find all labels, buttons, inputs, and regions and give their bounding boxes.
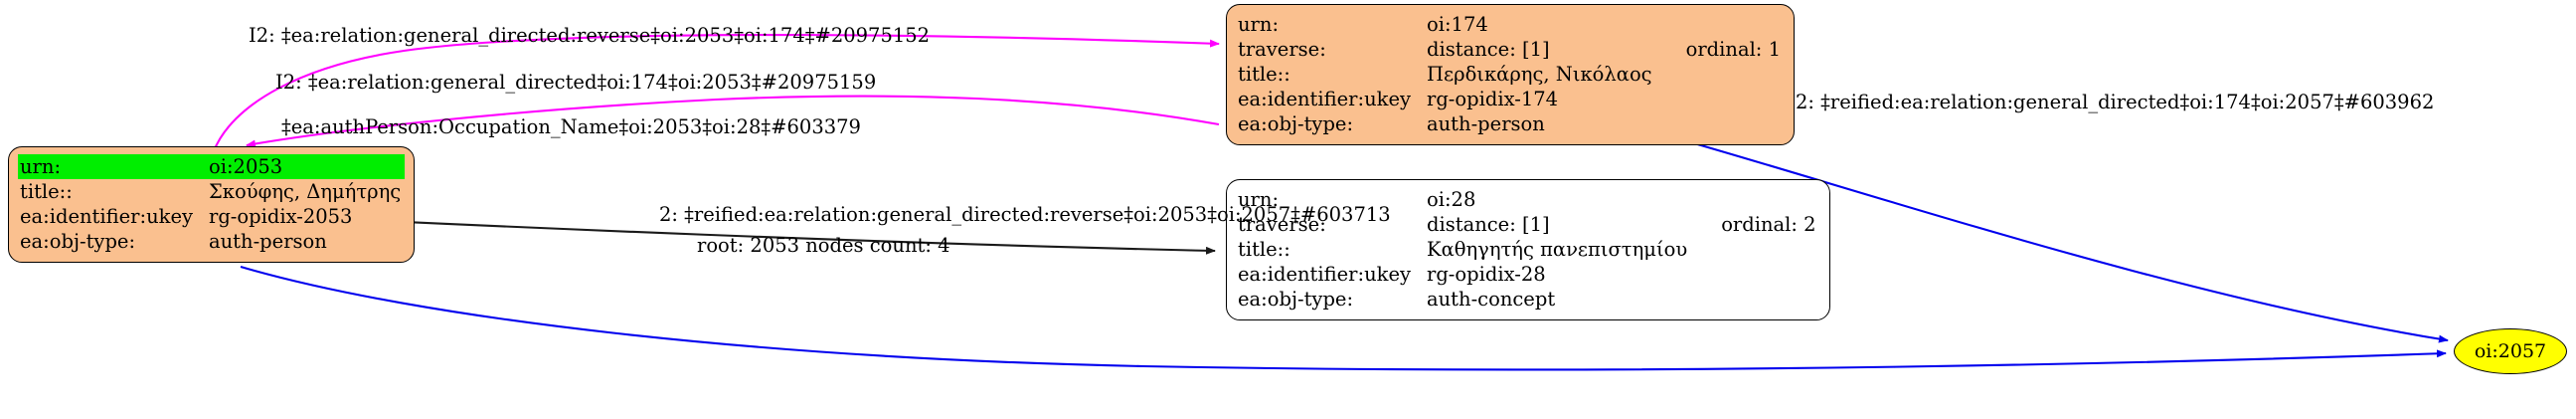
- field-value: rg-opidix-2053: [209, 205, 353, 228]
- field-key: urn:: [18, 154, 207, 179]
- field-value-2: [1684, 12, 1785, 37]
- edge-label-174-to-2057: 2: ‡reified:ea:relation:general_directed…: [1796, 91, 2435, 113]
- field-value-2: [1719, 187, 1819, 212]
- field-spacer: [1656, 37, 1684, 62]
- node-row: ea:obj-type: auth-person: [1236, 111, 1785, 136]
- field-key: ea:obj-type:: [1238, 112, 1354, 135]
- node-row: title:: Καθηγητής πανεπιστημίου: [1236, 237, 1820, 262]
- field-key: title::: [20, 180, 73, 203]
- node-row: urn: oi:174: [1236, 12, 1785, 37]
- edge-label-174-to-2053: I2: ‡ea:relation:general_directed‡oi:174…: [275, 71, 877, 94]
- graph-caption: root: 2053 nodes count: 4: [697, 234, 950, 257]
- node-oi-28-table: urn: oi:28 traverse: distance: [1] ordin…: [1236, 187, 1820, 312]
- field-spacer: [1656, 62, 1684, 87]
- field-value: oi:174: [1427, 13, 1488, 36]
- field-value: rg-opidix-174: [1427, 88, 1559, 110]
- field-value-2: [1719, 262, 1819, 287]
- field-key: urn:: [1238, 13, 1280, 36]
- field-value-2: [1684, 87, 1785, 111]
- node-row: urn: oi:28: [1236, 187, 1820, 212]
- node-row: ea:identifier:ukey rg-opidix-28: [1236, 262, 1820, 287]
- field-spacer: [1691, 237, 1719, 262]
- node-oi-174-table: urn: oi:174 traverse: distance: [1] ordi…: [1236, 12, 1785, 136]
- field-spacer: [1691, 287, 1719, 312]
- field-value-2: ordinal: 2: [1721, 213, 1816, 236]
- node-oi-2057[interactable]: oi:2057: [2454, 328, 2567, 374]
- field-spacer: [1656, 87, 1684, 111]
- field-value: auth-person: [1427, 112, 1545, 135]
- field-key: ea:obj-type:: [20, 230, 136, 253]
- field-value-2: [1684, 62, 1785, 87]
- edge-label-2053-to-28: ‡ea:authPerson:Occupation_Name‡oi:2053‡o…: [281, 115, 861, 138]
- edge-label-2053-to-2057: 2: ‡reified:ea:relation:general_directed…: [659, 203, 1391, 226]
- field-value: distance: [1]: [1427, 213, 1550, 236]
- field-value: distance: [1]: [1427, 38, 1550, 61]
- field-key: ea:identifier:ukey: [20, 205, 193, 228]
- node-row: ea:obj-type: auth-person: [18, 229, 405, 254]
- field-key: urn:: [1238, 188, 1280, 211]
- field-key: title::: [1238, 63, 1290, 86]
- field-key: title::: [1238, 238, 1290, 261]
- field-spacer: [1691, 187, 1719, 212]
- field-key: traverse:: [1238, 213, 1326, 236]
- node-row: ea:obj-type: auth-concept: [1236, 287, 1820, 312]
- field-key: ea:identifier:ukey: [1238, 88, 1411, 110]
- field-value-2: [1684, 111, 1785, 136]
- node-row: ea:identifier:ukey rg-opidix-174: [1236, 87, 1785, 111]
- node-oi-2053-table: urn: oi:2053 title:: Σκούφης, Δημήτρης e…: [18, 154, 406, 254]
- field-value-2: [1719, 237, 1819, 262]
- node-row: traverse: distance: [1] ordinal: 1: [1236, 37, 1785, 62]
- field-value: oi:2053: [207, 154, 406, 179]
- field-spacer: [1691, 262, 1719, 287]
- field-key: ea:identifier:ukey: [1238, 263, 1411, 286]
- node-row: traverse: distance: [1] ordinal: 2: [1236, 212, 1820, 237]
- field-spacer: [1691, 212, 1719, 237]
- node-oi-2053[interactable]: urn: oi:2053 title:: Σκούφης, Δημήτρης e…: [8, 146, 416, 263]
- field-value: Σκούφης, Δημήτρης: [209, 180, 402, 203]
- field-key: traverse:: [1238, 38, 1326, 61]
- node-row: ea:identifier:ukey rg-opidix-2053: [18, 204, 405, 229]
- field-key: ea:obj-type:: [1238, 288, 1354, 311]
- node-row: title:: Περδικάρης, Νικόλαος: [1236, 62, 1785, 87]
- node-oi-174[interactable]: urn: oi:174 traverse: distance: [1] ordi…: [1226, 4, 1795, 145]
- edge-label-2053-to-174: I2: ‡ea:relation:general_directed:revers…: [249, 24, 931, 47]
- field-spacer: [1656, 12, 1684, 37]
- field-value-2: ordinal: 1: [1685, 38, 1781, 61]
- node-row: title:: Σκούφης, Δημήτρης: [18, 179, 405, 204]
- field-value: auth-person: [209, 230, 327, 253]
- field-value: auth-concept: [1427, 288, 1556, 311]
- field-value-2: [1719, 287, 1819, 312]
- node-row: urn: oi:2053: [18, 154, 406, 179]
- field-spacer: [1656, 111, 1684, 136]
- field-value: Περδικάρης, Νικόλαος: [1427, 63, 1652, 86]
- field-value: Καθηγητής πανεπιστημίου: [1427, 238, 1688, 261]
- node-oi-2057-label: oi:2057: [2474, 340, 2547, 362]
- field-value: rg-opidix-28: [1427, 263, 1546, 286]
- field-value: oi:28: [1427, 188, 1476, 211]
- node-oi-28[interactable]: urn: oi:28 traverse: distance: [1] ordin…: [1226, 179, 1830, 320]
